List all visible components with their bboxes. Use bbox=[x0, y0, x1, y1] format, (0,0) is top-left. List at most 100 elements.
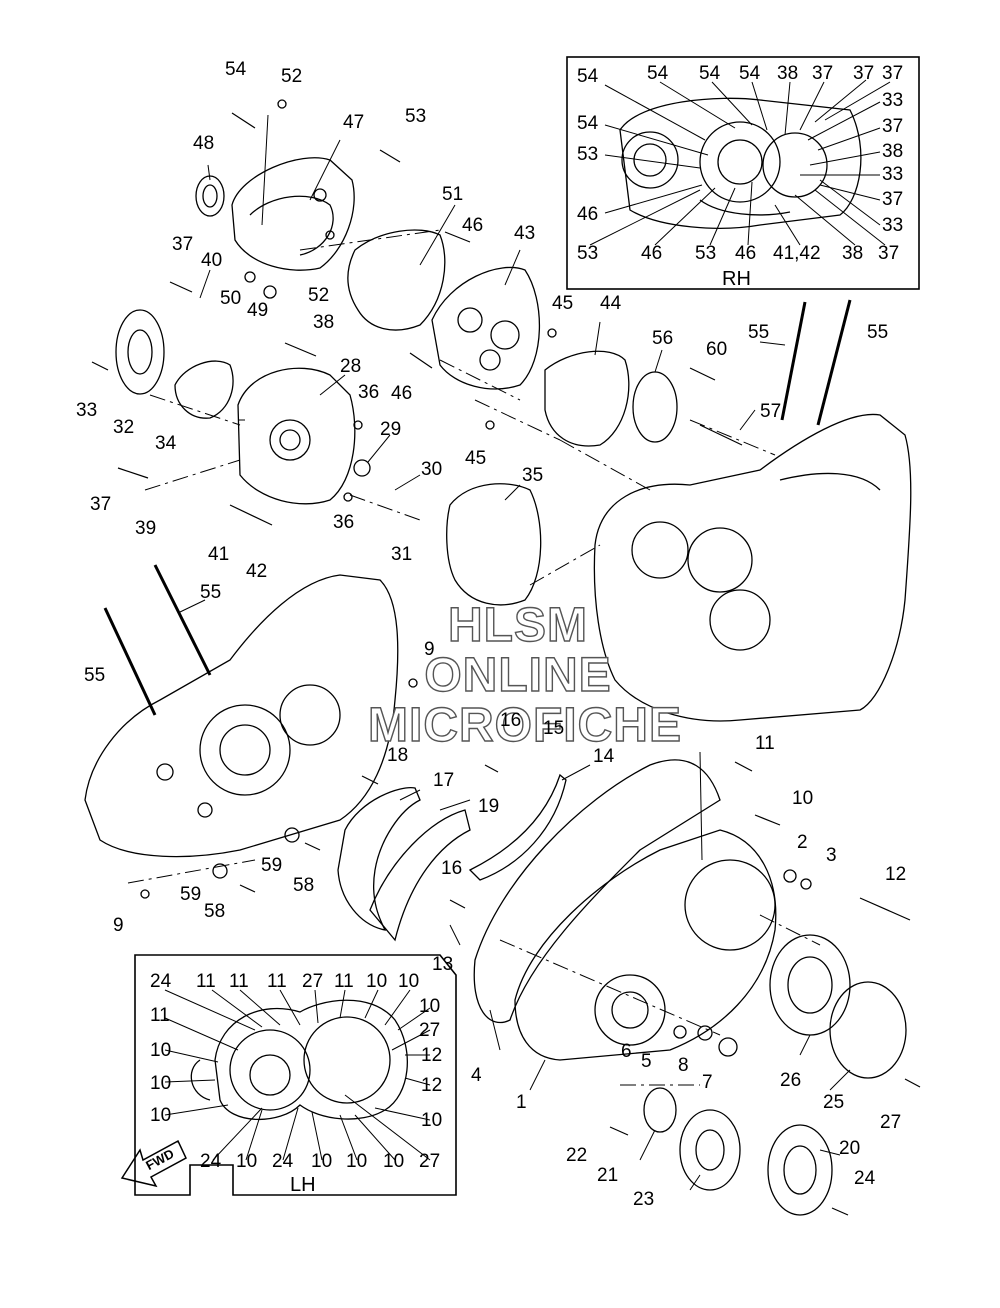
part-32-rotor bbox=[115, 309, 165, 395]
rh-label: 53 bbox=[577, 243, 599, 264]
lh-label: 11 bbox=[229, 971, 249, 992]
rh-label: 38 bbox=[842, 243, 864, 264]
lh-label: 10 bbox=[346, 1151, 368, 1172]
part-label: 30 bbox=[421, 459, 443, 480]
rh-label: 37 bbox=[882, 63, 904, 84]
lh-label: 27 bbox=[419, 1020, 441, 1041]
part-55-stud bbox=[103, 607, 157, 716]
alignment-lines bbox=[127, 229, 821, 1086]
part-label: 10 bbox=[792, 788, 814, 809]
rh-label: 54 bbox=[577, 113, 599, 134]
lh-label: 10 bbox=[398, 971, 420, 992]
lh-label: 24 bbox=[200, 1151, 222, 1172]
part-51-gasket bbox=[347, 229, 446, 331]
rh-label: 37 bbox=[853, 63, 875, 84]
part-label: 13 bbox=[432, 954, 454, 975]
part-label: 52 bbox=[308, 285, 330, 306]
part-label: 36 bbox=[358, 382, 380, 403]
part-label: 16 bbox=[441, 858, 463, 879]
inset-rh-frame bbox=[566, 56, 920, 290]
part-label: 2 bbox=[797, 832, 808, 853]
part-55-stud bbox=[816, 299, 852, 426]
part-label: 55 bbox=[867, 322, 889, 343]
lh-label: 10 bbox=[236, 1151, 258, 1172]
part-label: 37 bbox=[90, 494, 112, 515]
part-label: 38 bbox=[313, 312, 335, 333]
part-label: 4 bbox=[471, 1065, 482, 1086]
inset-lh-cover bbox=[190, 999, 408, 1121]
rh-label: 38 bbox=[882, 141, 904, 162]
part-label: 28 bbox=[340, 356, 362, 377]
part-25-cover-plate bbox=[829, 981, 907, 1079]
part-label: 9 bbox=[113, 915, 124, 936]
rh-label: 54 bbox=[647, 63, 669, 84]
part-20-cover bbox=[767, 1124, 833, 1216]
part-label: 11 bbox=[755, 733, 775, 754]
part-34-plate bbox=[174, 360, 234, 419]
rh-label: 37 bbox=[882, 116, 904, 137]
part-label: 17 bbox=[433, 770, 455, 791]
lh-label: 24 bbox=[272, 1151, 294, 1172]
lh-label: 11 bbox=[334, 971, 354, 992]
part-28-housing bbox=[237, 367, 356, 505]
part-label: 14 bbox=[593, 746, 615, 767]
part-label: 49 bbox=[247, 300, 269, 321]
rh-label: 53 bbox=[577, 144, 599, 165]
rh-label: 41,42 bbox=[773, 243, 821, 264]
part-label: 56 bbox=[652, 328, 674, 349]
lh-label: 27 bbox=[419, 1151, 441, 1172]
crankcase-right bbox=[593, 413, 912, 722]
rh-label: 46 bbox=[577, 204, 599, 225]
lh-label: 11 bbox=[267, 971, 287, 992]
inset-lh-frame bbox=[134, 954, 457, 1196]
part-label: 24 bbox=[854, 1168, 876, 1189]
rh-label: 46 bbox=[641, 243, 663, 264]
rh-label: 33 bbox=[882, 90, 904, 111]
part-label: 6 bbox=[621, 1041, 632, 1062]
lh-label: 11 bbox=[150, 1005, 170, 1026]
inset-lh-title: LH bbox=[290, 1174, 316, 1196]
part-label: 48 bbox=[193, 133, 215, 154]
part-label: 40 bbox=[201, 250, 223, 271]
inset-rh-title: RH bbox=[722, 268, 751, 290]
part-label: 33 bbox=[76, 400, 98, 421]
part-label: 51 bbox=[442, 184, 464, 205]
part-55-stud bbox=[153, 564, 212, 676]
part-19-guide bbox=[369, 809, 471, 942]
part-label: 8 bbox=[678, 1055, 689, 1076]
part-label: 59 bbox=[180, 884, 202, 905]
part-label: 26 bbox=[780, 1070, 802, 1091]
rh-label: 53 bbox=[695, 243, 717, 264]
lh-label: 10 bbox=[311, 1151, 333, 1172]
part-label: 22 bbox=[566, 1145, 588, 1166]
part-label: 50 bbox=[220, 288, 242, 309]
lh-label: 10 bbox=[383, 1151, 405, 1172]
part-label: 23 bbox=[633, 1189, 655, 1210]
part-44-gasket bbox=[544, 350, 630, 447]
part-21-ring bbox=[643, 1087, 677, 1133]
part-label: 46 bbox=[462, 215, 484, 236]
part-55-stud bbox=[780, 301, 807, 421]
inset-lh-leader-lines bbox=[164, 989, 431, 1161]
part-14-strip bbox=[468, 773, 567, 881]
part-label: 45 bbox=[465, 448, 487, 469]
part-label: 57 bbox=[760, 401, 782, 422]
part-label: 25 bbox=[823, 1092, 845, 1113]
rh-label: 37 bbox=[812, 63, 834, 84]
part-label: 58 bbox=[293, 875, 315, 896]
lh-label: 10 bbox=[419, 996, 441, 1017]
lh-label: 10 bbox=[150, 1073, 172, 1094]
part-56-oring bbox=[632, 371, 678, 443]
part-23-plate bbox=[679, 1109, 741, 1191]
part-17-shield bbox=[337, 786, 421, 931]
small-parts bbox=[140, 99, 812, 1057]
lh-label: 10 bbox=[150, 1105, 172, 1126]
inset-rh-leader-lines bbox=[589, 79, 891, 246]
part-label: 7 bbox=[702, 1072, 713, 1093]
inset-rh-crankcase-cover bbox=[619, 97, 862, 229]
part-label: 55 bbox=[748, 322, 770, 343]
part-label: 43 bbox=[514, 223, 536, 244]
rh-label: 54 bbox=[577, 66, 599, 87]
part-label: 12 bbox=[885, 864, 907, 885]
